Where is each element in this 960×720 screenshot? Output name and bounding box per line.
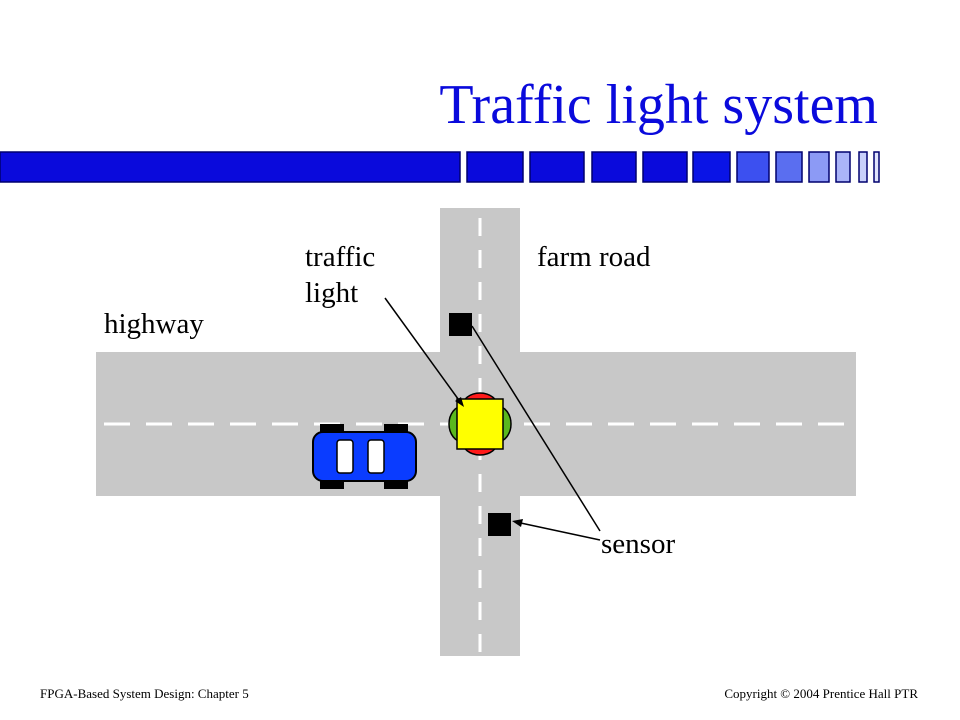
highway-label: highway: [104, 308, 204, 340]
traffic-light: [448, 392, 512, 456]
car-window: [367, 439, 385, 474]
signal-yellow-box: [456, 398, 504, 450]
farm-road-label: farm road: [537, 241, 651, 273]
bar-segment: [858, 151, 868, 183]
bar-segment: [736, 151, 770, 183]
sensor-pointer-north: [471, 325, 601, 532]
footer-chapter: FPGA-Based System Design: Chapter 5: [40, 686, 249, 701]
sensor-north: [449, 313, 472, 336]
slide-title: Traffic light system: [439, 74, 878, 136]
car-window: [336, 439, 354, 474]
sensor-arrowhead: [512, 519, 523, 527]
car-body: [312, 431, 417, 482]
bar-segment: [808, 151, 830, 183]
bar-segment: [835, 151, 851, 183]
footer-copyright: Copyright © 2004 Prentice Hall PTR: [724, 686, 918, 701]
bar-segment: [529, 151, 585, 183]
car: [312, 424, 417, 489]
title-decoration-bar: [0, 151, 880, 183]
traffic-light-label-line2: light: [305, 277, 359, 309]
bar-segment: [642, 151, 688, 183]
bar-segment: [466, 151, 524, 183]
bar-segment: [873, 151, 880, 183]
bar-segment: [775, 151, 803, 183]
traffic-light-label-line1: traffic: [305, 241, 376, 273]
bar-segment: [0, 151, 461, 183]
traffic-light-arrowhead: [455, 397, 464, 407]
sensor-south: [488, 513, 511, 536]
sensor-label: sensor: [601, 528, 676, 560]
traffic-light-pointer: [384, 297, 462, 404]
sensor-pointer-south: [515, 521, 601, 541]
bar-segment: [591, 151, 637, 183]
bar-segment: [692, 151, 731, 183]
